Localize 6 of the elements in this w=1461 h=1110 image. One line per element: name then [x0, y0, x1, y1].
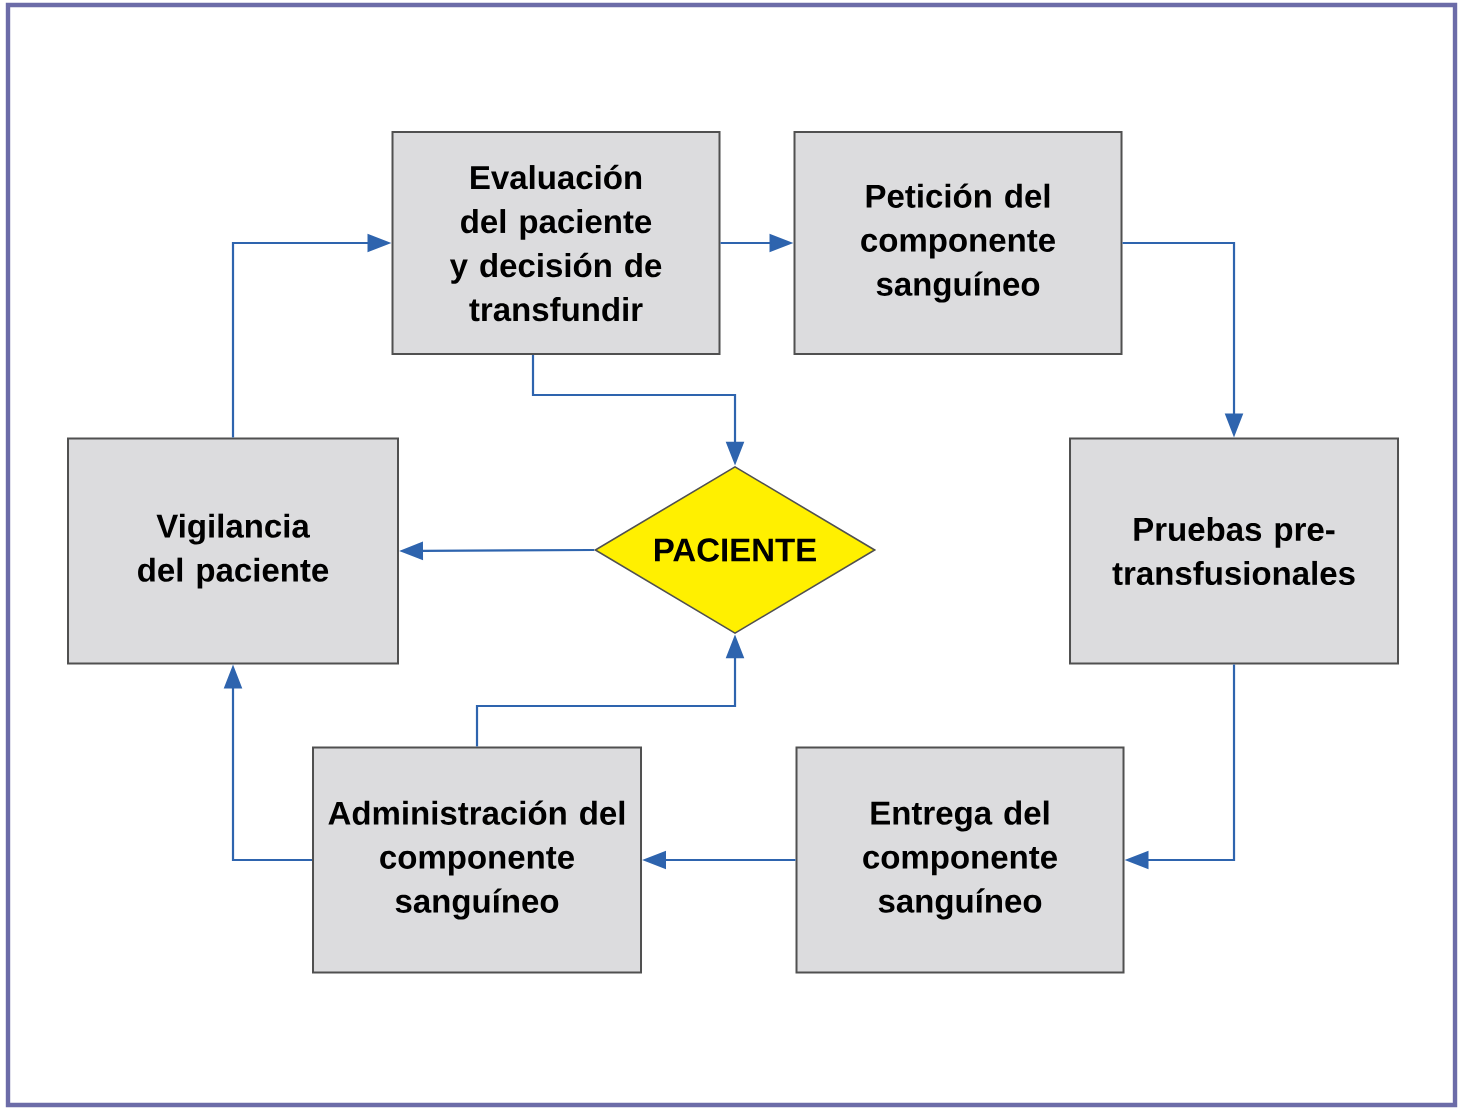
process-box: Vigilancia del paciente: [67, 437, 399, 665]
process-box: Entrega del componente sanguíneo: [795, 746, 1125, 974]
process-box: Administración del componente sanguíneo: [312, 746, 642, 974]
process-box: Evaluación del paciente y decisión de transfundir: [391, 131, 721, 355]
process-box: Petición del componente sanguíneo: [793, 131, 1123, 355]
process-box: Pruebas pre-transfusionales: [1069, 437, 1399, 665]
